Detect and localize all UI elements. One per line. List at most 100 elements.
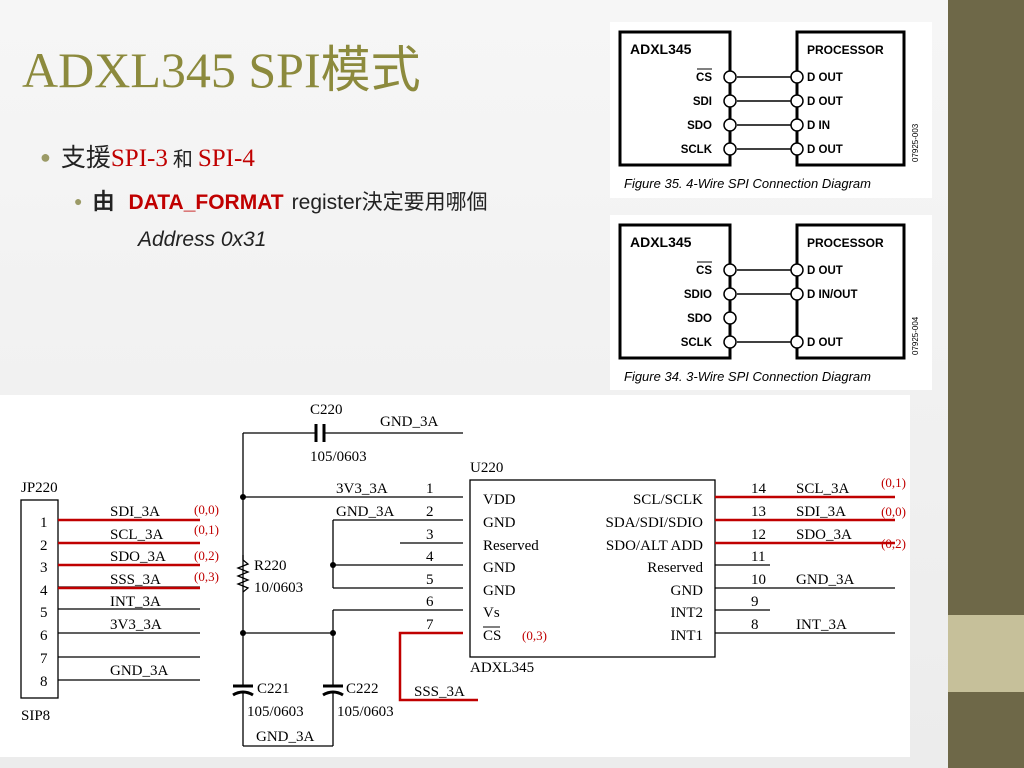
u-left-pin-6: Vs	[483, 605, 500, 621]
fig2-pin-1: CS	[696, 265, 712, 277]
fig1-pin-2: SDI	[693, 96, 712, 108]
right-net-7: INT_3A	[796, 617, 847, 633]
jp-net-1: SDI_3A	[110, 504, 160, 520]
bullet-data-format: ● 由 DATA_FORMAT register決定要用哪個	[74, 184, 488, 216]
c222-value: 105/0603	[337, 704, 394, 720]
schematic-panel: C220 GND_3A 105/0603	[0, 395, 910, 757]
right-tag-3: (0,2)	[881, 536, 906, 551]
u-left-pin-5: GND	[483, 583, 516, 599]
jp-tag-3: (0,2)	[194, 548, 219, 563]
fig2-pin-2: SDIO	[684, 289, 712, 301]
u-pin-num-1: 1	[426, 481, 434, 497]
figure-3wire: ADXL345 PROCESSOR CS SDIO SDO SCLK D OUT…	[610, 215, 932, 390]
c222-label: C222	[346, 681, 379, 697]
right-net-2: SDI_3A	[796, 504, 846, 520]
fig2-proc-pin-1: D OUT	[807, 265, 843, 277]
bullet-prefix: 支援	[60, 145, 111, 172]
jp-pin-5: 5	[40, 605, 48, 621]
jp-net-2: SCL_3A	[110, 527, 164, 543]
right-tag-2: (0,0)	[881, 504, 906, 519]
register-desc: register決定要用哪個	[291, 191, 488, 214]
jp-tag-4: (0,3)	[194, 569, 219, 584]
u-left-pin-2: GND	[483, 515, 516, 531]
fig2-chip: ADXL345	[630, 234, 692, 250]
u-right-num-2: 13	[751, 504, 766, 520]
right-tag-1: (0,1)	[881, 475, 906, 490]
fig1-pin-3: SDO	[687, 120, 712, 132]
u-right-num-7: 8	[751, 617, 759, 633]
r220-value: 10/0603	[254, 580, 303, 596]
fig1-pin-1: CS	[696, 72, 712, 84]
bullet-zh: 由	[92, 189, 115, 214]
jp-net-8: GND_3A	[110, 663, 168, 679]
u-pin-num-5: 5	[426, 572, 434, 588]
jp220-label: JP220	[21, 480, 58, 496]
spi4-label: SPI-4	[197, 145, 255, 172]
jp-net-6: 3V3_3A	[110, 617, 162, 633]
u-right-pin-4: Reserved	[647, 560, 703, 576]
u-right-pin-7: INT1	[671, 628, 704, 644]
u-left-pin-1: VDD	[483, 492, 516, 508]
fig1-proc-pin-4: D OUT	[807, 144, 843, 156]
fig2-pin-4: SCLK	[681, 337, 713, 349]
u-right-pin-5: GND	[671, 583, 704, 599]
jp-tag-1: (0,0)	[194, 502, 219, 517]
fig2-proc-pin-2: D IN/OUT	[807, 289, 857, 301]
fig1-pin-4: SCLK	[681, 144, 713, 156]
chip-name: ADXL345	[470, 660, 534, 676]
bullet-middle: 和	[167, 149, 198, 171]
jp-pin-3: 3	[40, 560, 48, 576]
right-net-1: SCL_3A	[796, 481, 850, 497]
jp-net-5: INT_3A	[110, 594, 161, 610]
c220-label: C220	[310, 402, 343, 418]
u-right-pin-2: SDA/SDI/SDIO	[605, 515, 703, 531]
u-pin-num-2: 2	[426, 504, 434, 520]
fig1-proc-pin-1: D OUT	[807, 72, 843, 84]
fig1-proc-pin-2: D OUT	[807, 96, 843, 108]
jp-pin-7: 7	[40, 651, 48, 667]
fig2-pin-3: SDO	[687, 313, 712, 325]
sub-bullet-dot-icon: ●	[74, 193, 83, 209]
right-net-3: SDO_3A	[796, 527, 852, 543]
register-address: Address 0x31	[138, 228, 267, 251]
register-name: DATA_FORMAT	[128, 191, 284, 214]
u-pin-num-6: 6	[426, 594, 434, 610]
u-right-num-3: 12	[751, 527, 766, 543]
jp-pin-2: 2	[40, 538, 48, 554]
cs-tag: (0,3)	[522, 628, 547, 643]
jp-tag-2: (0,1)	[194, 522, 219, 537]
sss-net-label: SSS_3A	[414, 684, 465, 700]
fig1-proc-pin-3: D IN	[807, 120, 830, 132]
c220-value: 105/0603	[310, 449, 367, 465]
u-pin-num-7: 7	[426, 617, 434, 633]
bullet-dot-icon: ●	[40, 147, 51, 167]
u-right-pin-3: SDO/ALT ADD	[606, 538, 703, 554]
sidebar-band	[948, 615, 1024, 692]
fig2-processor: PROCESSOR	[807, 236, 884, 250]
u-pin-num-4: 4	[426, 549, 434, 565]
jp-net-3: SDO_3A	[110, 549, 166, 565]
u-right-num-6: 9	[751, 594, 759, 610]
sip8-label: SIP8	[21, 708, 50, 724]
u-right-pin-1: SCL/SCLK	[633, 492, 703, 508]
u-left-pin-7: CS	[483, 628, 501, 644]
c221-label: C221	[257, 681, 290, 697]
u-right-pin-6: INT2	[671, 605, 704, 621]
u-left-pin-4: GND	[483, 560, 516, 576]
c221-value: 105/0603	[247, 704, 304, 720]
left-net-1: 3V3_3A	[336, 481, 388, 497]
jp-pin-1: 1	[40, 515, 48, 531]
u-left-pin-3: Reserved	[483, 538, 539, 554]
figure-4wire: ADXL345 PROCESSOR CS SDI SDO SCLK D OUT …	[610, 22, 932, 198]
jp-pin-6: 6	[40, 628, 48, 644]
spi3-label: SPI-3	[110, 145, 168, 172]
u-right-num-1: 14	[751, 481, 767, 497]
r220-label: R220	[254, 558, 287, 574]
fig2-caption: Figure 34. 3-Wire SPI Connection Diagram	[624, 369, 871, 384]
u-right-num-5: 10	[751, 572, 766, 588]
gnd-bottom-label: GND_3A	[256, 729, 314, 745]
fig1-caption: Figure 35. 4-Wire SPI Connection Diagram	[624, 176, 871, 191]
u-right-num-4: 11	[751, 549, 765, 565]
slide-title: ADXL345 SPI模式	[22, 42, 421, 98]
jp-pin-8: 8	[40, 674, 48, 690]
